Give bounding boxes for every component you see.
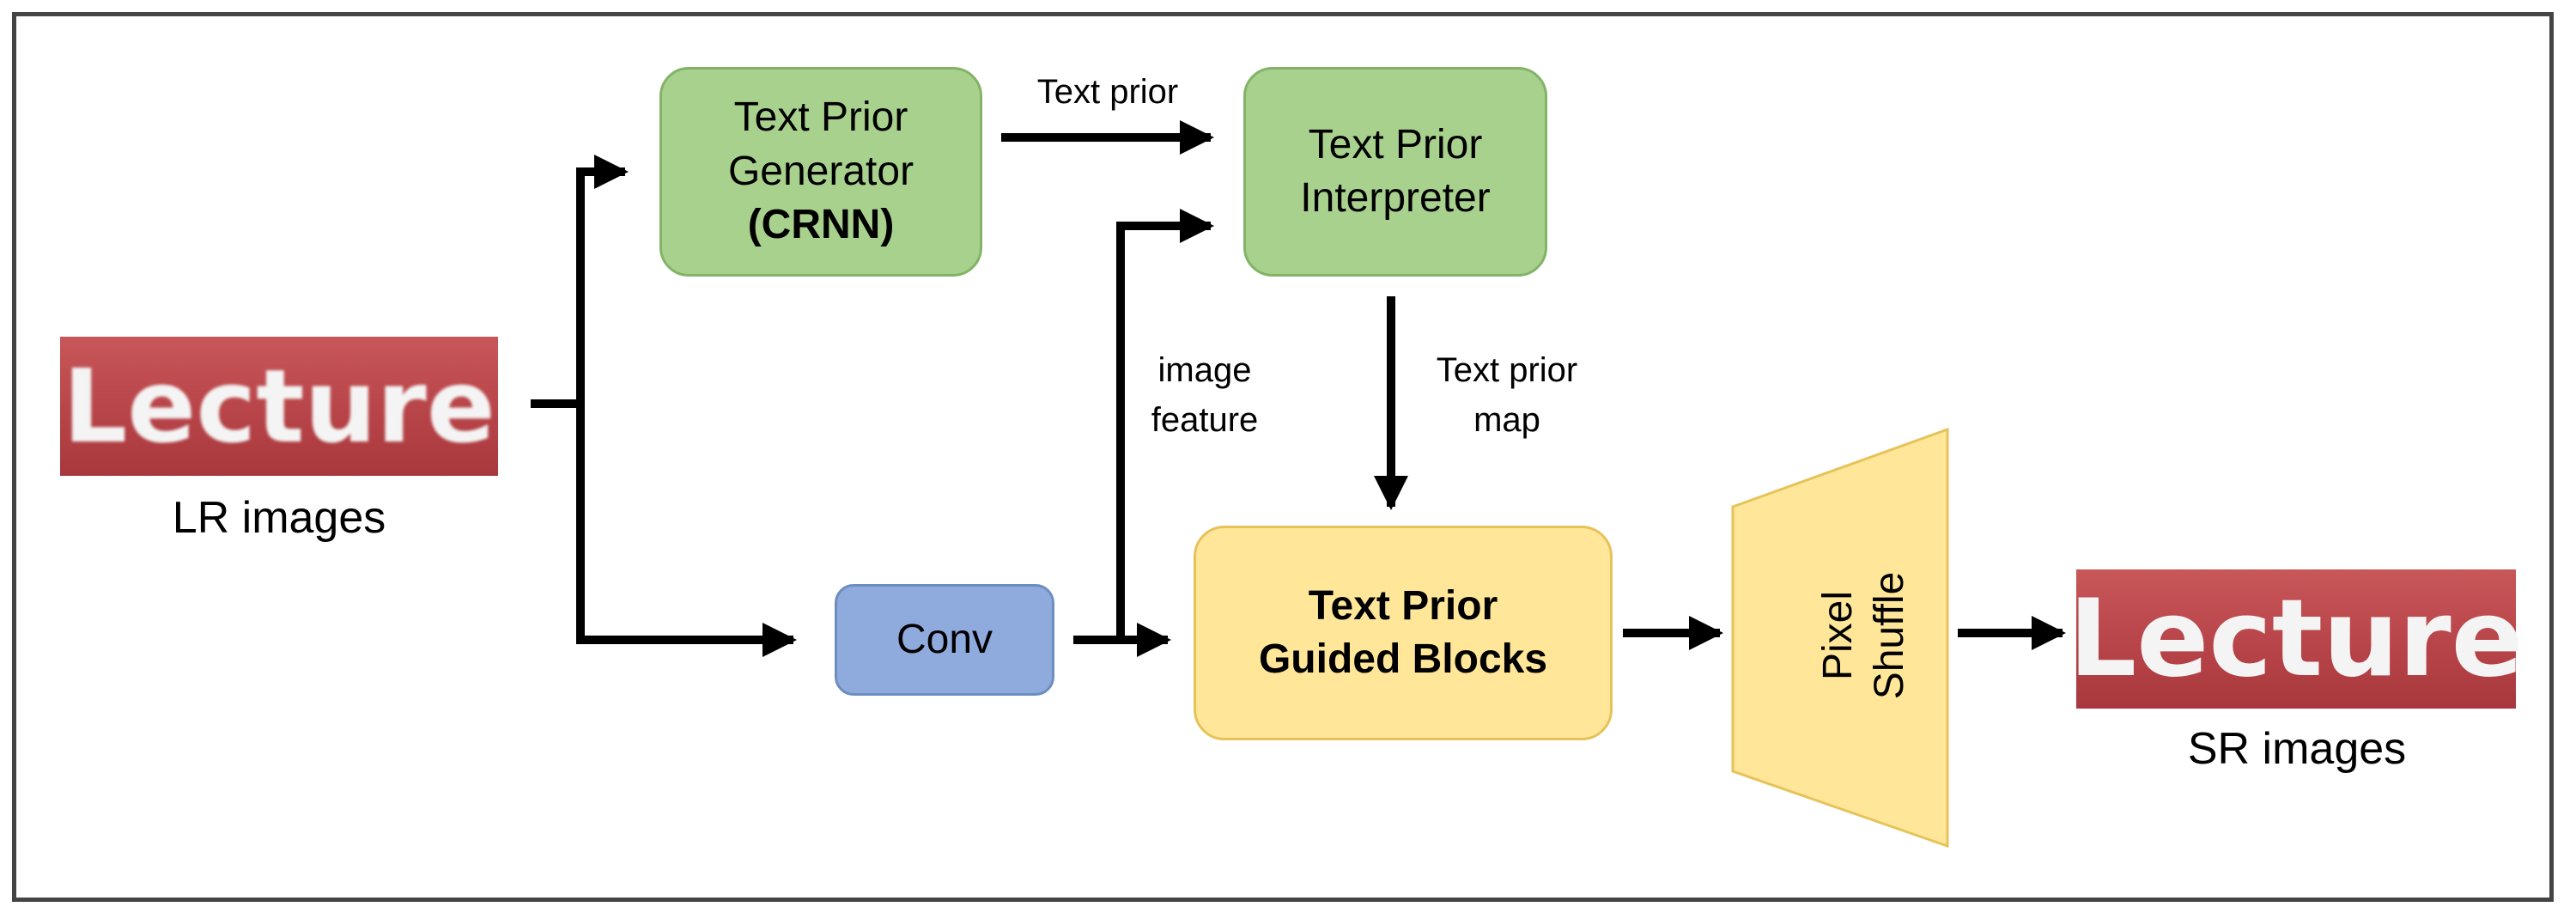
generator-line3: (CRNN): [747, 202, 895, 248]
text-prior-map-line2: map: [1473, 401, 1540, 439]
image-feature-edge-label: image feature: [1132, 345, 1278, 445]
generator-line1: Text Prior: [733, 94, 908, 141]
conv-label: Conv: [896, 616, 993, 662]
generator-line2: Generator: [727, 148, 914, 194]
guided-line1: Text Prior: [1308, 582, 1498, 629]
shuffle-line2: Shuffle: [1867, 571, 1912, 700]
pixel-shuffle-trapezoid: [1731, 427, 1949, 849]
text-prior-map-line1: Text prior: [1436, 351, 1578, 389]
sr-image-text: Lecture: [2069, 577, 2524, 701]
pixel-shuffle-label: Pixel Shuffle: [1813, 550, 1912, 721]
text-prior-generator-block: Text Prior Generator (CRNN): [659, 67, 982, 277]
image-feature-arrow: [1116, 209, 1214, 640]
interpreter-line1: Text Prior: [1308, 121, 1483, 167]
shuffle-line1: Pixel: [1815, 590, 1861, 681]
sr-image: Lecture: [2069, 569, 2524, 709]
text-prior-guided-blocks: Text Prior Guided Blocks: [1194, 526, 1613, 740]
lr-image: Lecture: [60, 337, 498, 476]
interpreter-line2: Interpreter: [1300, 175, 1491, 221]
text-prior-edge-label: Text prior: [1036, 73, 1179, 111]
guided-line2: Guided Blocks: [1258, 636, 1548, 682]
split-to-conv-arrow: [576, 404, 797, 657]
conv-block: Conv: [835, 584, 1054, 696]
lr-caption: LR images: [172, 493, 386, 543]
diagram-frame: [12, 12, 2554, 902]
image-feature-line1: image: [1157, 351, 1252, 389]
lr-image-text: Lecture: [63, 347, 495, 466]
image-feature-line2: feature: [1151, 401, 1259, 439]
split-to-generator-arrow: [576, 155, 629, 404]
text-prior-map-edge-label: Text prior map: [1408, 345, 1606, 445]
text-prior-interpreter-block: Text Prior Interpreter: [1243, 67, 1547, 277]
sr-caption: SR images: [2187, 724, 2407, 774]
